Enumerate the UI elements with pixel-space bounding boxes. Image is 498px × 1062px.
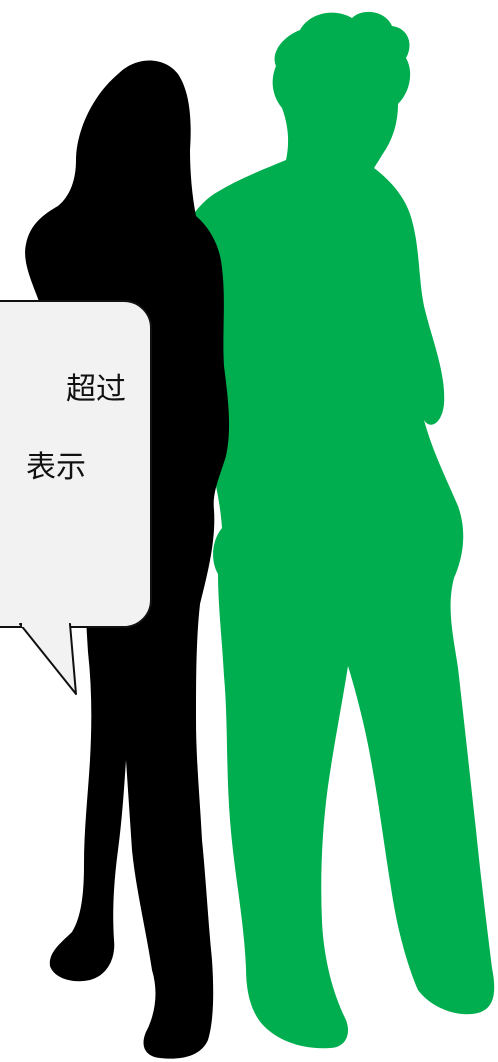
bubble-text-line-1: 超过 xyxy=(66,372,126,407)
man-silhouette xyxy=(164,11,495,1049)
bubble-text-line-2: 表示 xyxy=(26,450,86,485)
man-body xyxy=(164,11,495,1049)
speech-bubble: 超过 表示 xyxy=(0,300,152,628)
